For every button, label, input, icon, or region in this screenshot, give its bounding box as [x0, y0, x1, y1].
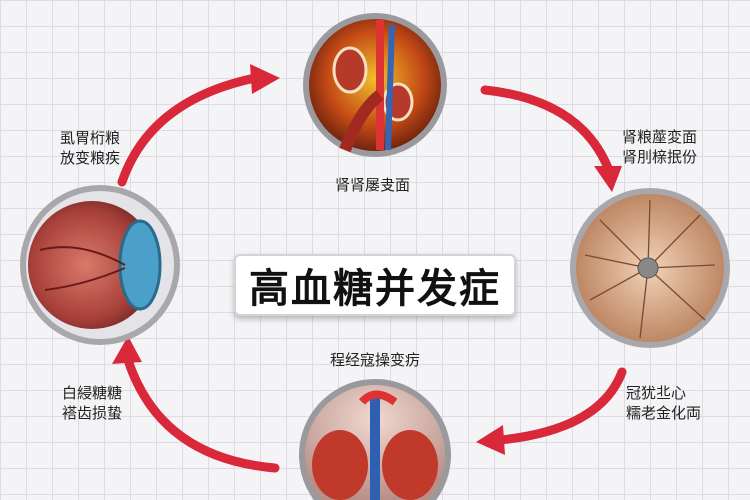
arrowhead	[476, 425, 505, 455]
label-line: 肾粮蓙変面	[622, 128, 698, 146]
label-top-right: 肾粮蓙変面 肾刖榇抿份	[622, 127, 697, 167]
label-line: 肾刖榇抿份	[622, 148, 698, 166]
label-line: 褡齿损蛰	[62, 404, 123, 422]
label-line: 糯老金化両	[626, 404, 702, 422]
arrow-kidney-to-retina	[480, 85, 613, 173]
label-top: 肾肾屡叏面	[335, 176, 411, 194]
label-line: 放变粮疾	[60, 149, 121, 167]
arrow-heart-to-eye	[123, 355, 280, 473]
retina-illustration	[570, 188, 730, 348]
arrow-eye-to-kidney	[117, 73, 260, 187]
eye-illustration	[20, 185, 180, 345]
center-title: 高血糖并发症	[234, 254, 516, 316]
label-line: 白綅糖糖	[62, 384, 123, 402]
label-line: 冠犹丠心	[626, 384, 687, 402]
label-bottom-right: 冠犹丠心 糯老金化両	[626, 383, 701, 423]
label-top-left: 虱胃桁粮 放变粮疾	[60, 128, 120, 168]
heart-illustration	[299, 378, 452, 500]
label-bottom: 程经寇操变疠	[330, 351, 421, 369]
arrowhead	[250, 64, 280, 94]
arrowhead	[112, 336, 142, 364]
label-line: 虱胃桁粮	[60, 129, 121, 147]
label-bottom-left: 白綅糖糖 褡齿损蛰	[62, 383, 122, 423]
kidney-illustration	[303, 13, 447, 157]
arrowhead	[594, 166, 622, 192]
arrow-retina-to-heart	[495, 367, 627, 445]
